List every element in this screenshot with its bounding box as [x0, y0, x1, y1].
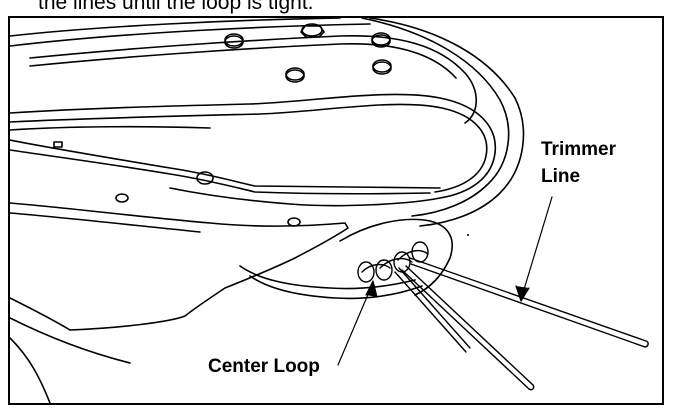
top-plate-bolts: [224, 23, 392, 83]
label-center-loop: Center Loop: [208, 356, 320, 377]
caption-text-clip: the lines until the loop is tight.: [0, 0, 676, 18]
leader-lines: [337, 196, 553, 366]
trimmer-head-illustration: [10, 18, 649, 403]
figure-frame: Trimmer Line Center Loop: [8, 16, 664, 405]
label-line: Line: [541, 166, 581, 187]
housing-top-edge: [10, 18, 341, 37]
line-loops: [357, 241, 429, 283]
caption-text: the lines until the loop is tight.: [38, 0, 314, 14]
trimmer-lines: [394, 257, 649, 391]
housing-right-curve: [369, 18, 525, 227]
label-trimmer: Trimmer: [541, 139, 616, 160]
